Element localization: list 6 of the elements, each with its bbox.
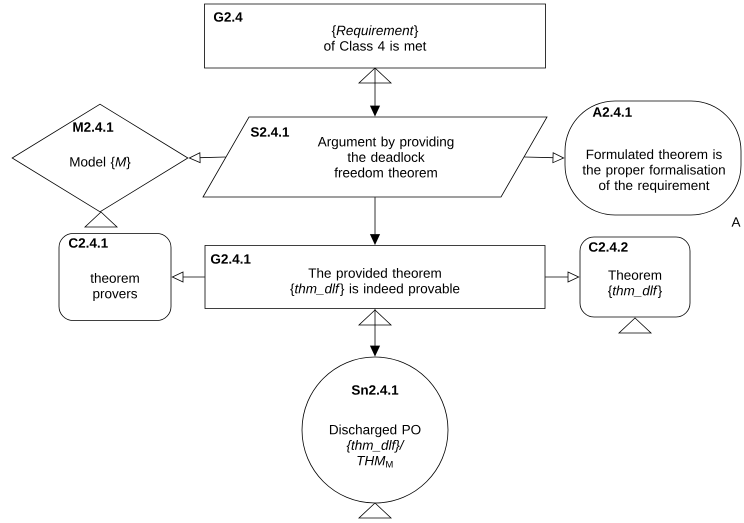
goal-box: G2.4.1 The provided theorem {thm_dlf} is indeed provable — [204, 245, 546, 309]
node-label: A — [732, 217, 740, 227]
context-box: C2.4.2 Theorem {thm_dlf} — [580, 236, 690, 318]
assumption-oval: A2.4.1 Formulated theorem is the proper formalisation of the requirement A — [564, 100, 742, 227]
goal-box: G2.4 {Requirement} of Class 4 is met — [204, 4, 546, 68]
context-box: C2.4.1 theorem provers — [58, 233, 172, 321]
